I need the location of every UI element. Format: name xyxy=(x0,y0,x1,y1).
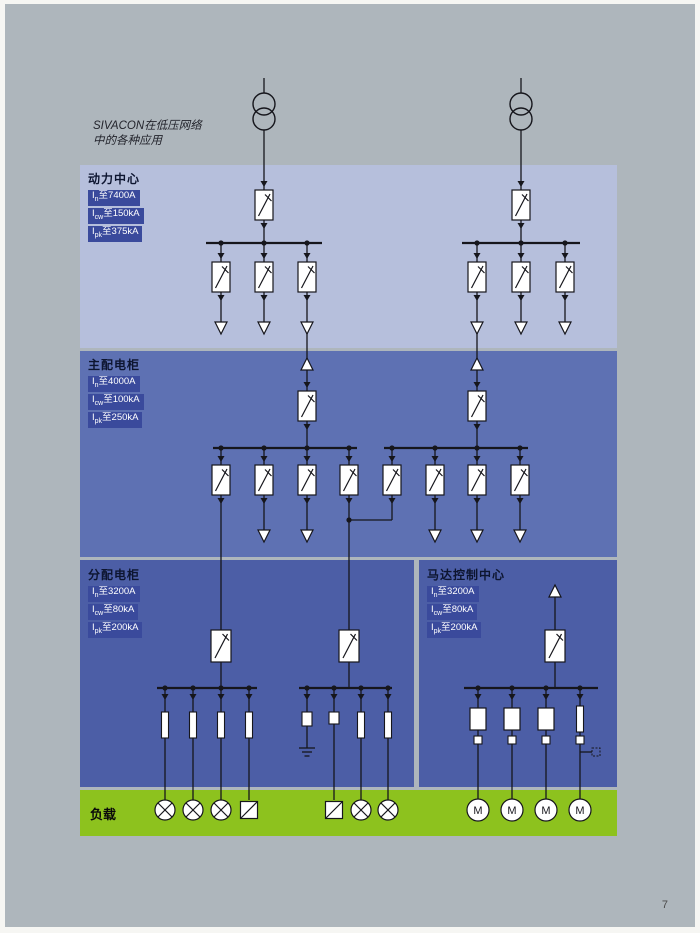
spec-short-time-current: Icw至80kA xyxy=(88,603,139,620)
spec-peak-current: Ipk至200kA xyxy=(427,621,482,638)
main-switchboard-title: 主配电柜 xyxy=(88,358,141,372)
sub-distribution-title: 分配电柜 xyxy=(88,568,141,582)
motor-control-center-title: 马达控制中心 xyxy=(427,568,506,582)
band-load xyxy=(80,790,617,836)
spec-short-time-current: Icw至150kA xyxy=(88,207,144,224)
spec-rated-current: In至7400A xyxy=(88,190,140,206)
sub-distribution-label: 分配电柜 In至3200A Icw至80kA Ipk至200kA xyxy=(88,566,143,640)
spec-short-time-current: Icw至100kA xyxy=(88,393,144,410)
band-power-center xyxy=(80,165,617,348)
power-center-label: 动力中心 In至7400A Icw至150kA Ipk至375kA xyxy=(88,170,144,244)
motor-control-center-label: 马达控制中心 In至3200A Icw至80kA Ipk至200kA xyxy=(427,566,505,640)
spec-rated-current: In至4000A xyxy=(88,376,140,392)
spec-peak-current: Ipk至250kA xyxy=(88,411,143,428)
spec-short-time-current: Icw至80kA xyxy=(427,603,478,620)
main-switchboard-label: 主配电柜 In至4000A Icw至100kA Ipk至250kA xyxy=(88,356,144,430)
intro-line-2: 中的各种应用 xyxy=(93,134,162,147)
power-center-title: 动力中心 xyxy=(88,172,141,186)
page-number: 7 xyxy=(661,899,668,911)
spec-rated-current: In至3200A xyxy=(88,586,140,602)
intro-line-1: SIVACON在低压网络 xyxy=(93,120,202,132)
spec-peak-current: Ipk至375kA xyxy=(88,225,143,242)
spec-rated-current: In至3200A xyxy=(427,586,479,602)
load-title: 负载 xyxy=(90,807,117,822)
intro-caption: SIVACON在低压网络 中的各种应用 xyxy=(93,119,202,149)
band-main-switchboard xyxy=(80,351,617,557)
spec-peak-current: Ipk至200kA xyxy=(88,621,143,638)
